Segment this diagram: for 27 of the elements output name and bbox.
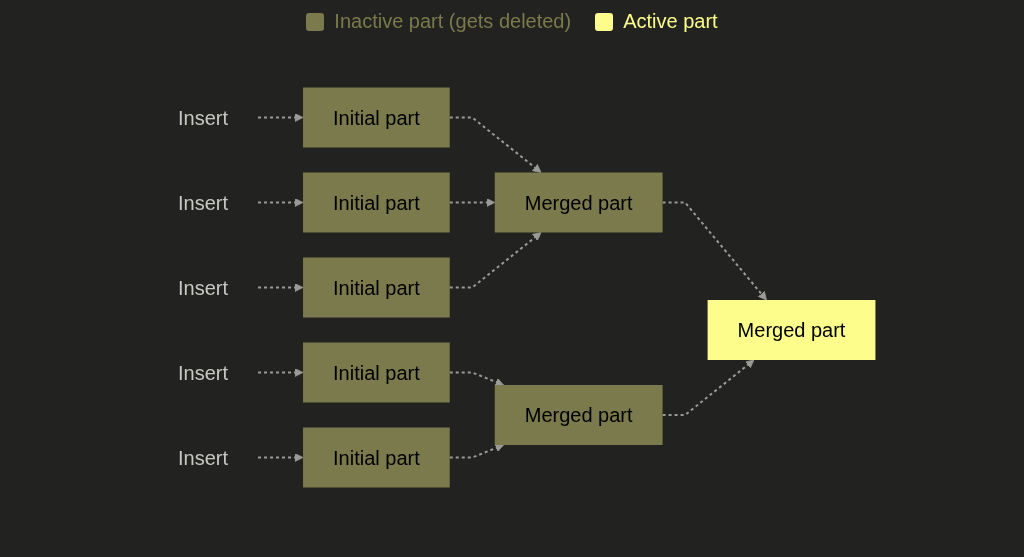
node-box: Initial part bbox=[303, 87, 451, 148]
node-box: Initial part bbox=[303, 342, 451, 403]
arrow bbox=[257, 198, 304, 207]
arrow bbox=[257, 368, 304, 377]
arrow bbox=[449, 116, 542, 173]
node-text: Insert bbox=[178, 106, 229, 129]
node-text: Insert bbox=[178, 446, 229, 469]
arrow bbox=[257, 113, 304, 122]
node-box: Merged part bbox=[495, 172, 663, 233]
node-box: Merged part bbox=[495, 385, 663, 445]
legend-text: Active part bbox=[623, 10, 718, 33]
arrow bbox=[257, 283, 304, 292]
node-text: Insert bbox=[178, 276, 229, 299]
node-box: Initial part bbox=[303, 172, 451, 233]
arrow bbox=[449, 371, 505, 387]
node-box: Merged part bbox=[707, 300, 876, 360]
arrow bbox=[661, 201, 768, 301]
arrow bbox=[449, 198, 496, 207]
node-text: Insert bbox=[178, 191, 229, 214]
node-box: Initial part bbox=[303, 427, 451, 488]
node-box: Initial part bbox=[303, 257, 451, 318]
arrow bbox=[449, 232, 542, 289]
arrow bbox=[449, 443, 505, 459]
arrow bbox=[257, 453, 304, 462]
node-text: Insert bbox=[178, 361, 229, 384]
legend-text: Inactive part (gets deleted) bbox=[334, 10, 572, 33]
arrow bbox=[661, 359, 755, 416]
